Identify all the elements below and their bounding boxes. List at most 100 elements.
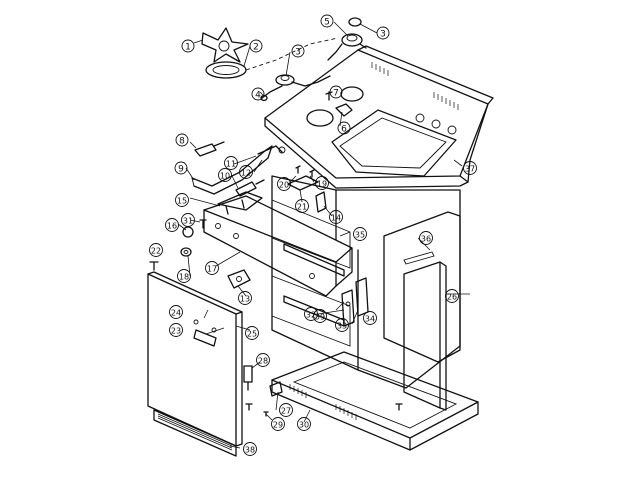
callout-11: 11 bbox=[224, 156, 238, 170]
callout-30: 30 bbox=[297, 417, 311, 431]
callout-36: 36 bbox=[419, 231, 433, 245]
callout-3b: 3 bbox=[376, 26, 390, 40]
callout-14-label: 14 bbox=[331, 214, 341, 223]
callout-5-label: 5 bbox=[324, 18, 330, 28]
callout-22: 22 bbox=[149, 243, 163, 257]
callout-31-label: 31 bbox=[183, 217, 193, 226]
callout-9-label: 9 bbox=[178, 165, 184, 175]
callout-26-label: 26 bbox=[447, 293, 457, 302]
mounting-screws bbox=[295, 165, 315, 178]
callout-37-label: 37 bbox=[465, 165, 475, 174]
callout-8: 8 bbox=[175, 133, 189, 147]
callout-16-label: 16 bbox=[167, 222, 177, 231]
valve-bracket bbox=[227, 269, 251, 289]
callout-39: 39 bbox=[313, 309, 327, 323]
callout-25: 25 bbox=[245, 326, 259, 340]
callout-34-label: 34 bbox=[365, 315, 375, 324]
callout-3b-label: 3 bbox=[380, 30, 386, 40]
callout-17-label: 17 bbox=[207, 265, 217, 274]
callout-2-label: 2 bbox=[253, 43, 259, 53]
callout-36-label: 36 bbox=[421, 235, 431, 244]
callout-13-label: 13 bbox=[240, 295, 250, 304]
callout-39-label: 39 bbox=[315, 313, 325, 322]
leader-lines bbox=[177, 21, 470, 449]
range-top bbox=[264, 45, 494, 189]
callout-12-label: 12 bbox=[241, 169, 251, 178]
side-panel-36 bbox=[383, 211, 461, 363]
rear-bracket bbox=[315, 191, 327, 213]
callout-30-label: 30 bbox=[299, 421, 309, 430]
callout-21-label: 21 bbox=[297, 203, 307, 212]
top-bracket bbox=[287, 175, 319, 191]
door-hinge bbox=[243, 365, 253, 391]
callout-3a-label: 3 bbox=[295, 48, 301, 58]
callout-29: 29 bbox=[271, 417, 285, 431]
callout-3a: 3 bbox=[291, 44, 305, 58]
callout-25-label: 25 bbox=[247, 330, 257, 339]
callout-12: 12 bbox=[239, 165, 253, 179]
callout-1-label: 1 bbox=[185, 43, 191, 53]
callout-27: 27 bbox=[279, 403, 293, 417]
kick-plate bbox=[153, 409, 237, 457]
callout-10: 10 bbox=[218, 168, 232, 182]
thermocouple bbox=[194, 141, 225, 157]
callout-18: 18 bbox=[177, 269, 191, 283]
callout-7: 7 bbox=[329, 85, 343, 99]
callout-2: 2 bbox=[249, 39, 263, 53]
callout-35: 35 bbox=[353, 227, 367, 241]
cabinet-base bbox=[271, 351, 479, 451]
callout-1: 1 bbox=[181, 39, 195, 53]
burner-ring bbox=[205, 61, 247, 79]
side-panel-26 bbox=[403, 261, 447, 411]
callout-4: 4 bbox=[251, 87, 265, 101]
knob-washer bbox=[180, 247, 192, 257]
callout-15-label: 15 bbox=[177, 197, 187, 206]
callout-19: 19 bbox=[315, 176, 329, 190]
callout-29-label: 29 bbox=[273, 421, 283, 430]
callout-28-label: 28 bbox=[258, 357, 268, 366]
callout-34: 34 bbox=[363, 311, 377, 325]
callout-18-label: 18 bbox=[179, 273, 189, 282]
callout-33-label: 33 bbox=[337, 322, 347, 331]
callout-26: 26 bbox=[445, 289, 459, 303]
knob-screw bbox=[199, 219, 207, 229]
rear-burner-assembly bbox=[327, 17, 367, 61]
callout-22-label: 22 bbox=[151, 247, 161, 256]
callout-19-label: 19 bbox=[317, 180, 327, 189]
callout-6: 6 bbox=[337, 121, 351, 135]
callout-23: 23 bbox=[169, 323, 183, 337]
callout-20: 20 bbox=[277, 177, 291, 191]
callout-6-label: 6 bbox=[341, 125, 347, 135]
callout-10-label: 10 bbox=[220, 172, 230, 181]
callout-27-label: 27 bbox=[281, 407, 291, 416]
door-latch bbox=[341, 289, 355, 327]
burner-bracket bbox=[335, 103, 353, 117]
callout-24-label: 24 bbox=[171, 309, 181, 318]
callout-11-label: 11 bbox=[226, 160, 236, 169]
callout-16: 16 bbox=[165, 218, 179, 232]
callouts: 1 2 3 3 4 5 6 7 8 9 10 11 12 13 14 15 16… bbox=[149, 14, 477, 456]
callout-32: 32 bbox=[304, 307, 318, 321]
callout-5: 5 bbox=[320, 14, 334, 28]
callout-17: 17 bbox=[205, 261, 219, 275]
callout-13: 13 bbox=[238, 291, 252, 305]
base-screws bbox=[245, 381, 403, 417]
callout-9: 9 bbox=[174, 161, 188, 175]
panel-bracket bbox=[217, 191, 263, 215]
callout-7-label: 7 bbox=[333, 89, 339, 99]
callout-28: 28 bbox=[256, 353, 270, 367]
callout-38-label: 38 bbox=[245, 446, 255, 455]
gas-valve bbox=[235, 179, 265, 197]
control-knob bbox=[182, 226, 194, 238]
callout-14: 14 bbox=[329, 210, 343, 224]
callout-24: 24 bbox=[169, 305, 183, 319]
callout-8-label: 8 bbox=[179, 137, 185, 147]
gas-manifold bbox=[191, 145, 273, 195]
callout-4-label: 4 bbox=[255, 91, 261, 101]
callout-21: 21 bbox=[295, 199, 309, 213]
valve-spud bbox=[257, 145, 286, 155]
callout-15: 15 bbox=[175, 193, 189, 207]
callout-20-label: 20 bbox=[279, 181, 289, 190]
callout-37: 37 bbox=[463, 161, 477, 175]
